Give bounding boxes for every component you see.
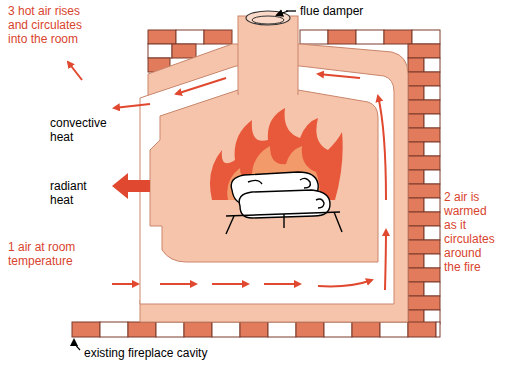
callout-note: 1 air at room temperature — [8, 240, 98, 268]
brick — [148, 44, 172, 58]
brick — [328, 30, 356, 44]
brick — [408, 226, 424, 240]
brick — [380, 322, 408, 337]
callout-note: 2 air is warmed as it circulates around … — [444, 190, 500, 274]
callout-note: 3 hot air rises and circulates into the … — [8, 4, 100, 46]
brick — [148, 30, 176, 44]
brick — [408, 100, 440, 114]
brick — [408, 322, 436, 337]
airflow-arrow — [68, 62, 386, 290]
leader-line — [277, 11, 288, 15]
brick — [424, 142, 440, 156]
leader-line — [74, 340, 80, 350]
brick — [424, 114, 440, 128]
brick — [172, 44, 196, 58]
brick — [408, 72, 440, 86]
brick — [128, 322, 156, 337]
brick — [412, 30, 440, 44]
brick — [424, 58, 440, 72]
brick — [204, 30, 232, 44]
brick — [408, 240, 440, 254]
brick — [72, 322, 100, 337]
brick — [424, 170, 440, 184]
brick — [424, 86, 440, 100]
brick — [408, 282, 424, 296]
brick — [352, 322, 380, 337]
brick — [408, 44, 440, 58]
flue-damper — [246, 11, 290, 25]
air-channel — [140, 66, 394, 304]
brick — [408, 184, 440, 198]
brick — [212, 322, 240, 337]
brick — [296, 322, 324, 337]
brick — [424, 282, 440, 296]
brick — [408, 58, 424, 72]
brick — [408, 142, 424, 156]
brick — [436, 322, 440, 337]
grate — [226, 212, 342, 234]
brick — [408, 86, 424, 100]
brick — [240, 322, 268, 337]
brick — [356, 30, 384, 44]
heat-label: radiant heat — [50, 179, 102, 207]
brick — [408, 254, 424, 268]
brick — [156, 322, 184, 337]
brick — [324, 322, 352, 337]
part-label: flue damper — [300, 4, 390, 18]
radiant-arrow — [112, 173, 150, 199]
brick — [100, 322, 128, 337]
brick — [176, 30, 204, 44]
brick — [408, 198, 424, 212]
brick — [424, 226, 440, 240]
brick — [384, 30, 412, 44]
heat-label: convective heat — [50, 116, 120, 144]
brick — [268, 322, 296, 337]
brick — [408, 114, 424, 128]
part-label: existing fireplace cavity — [84, 346, 284, 360]
brick — [408, 170, 424, 184]
brick — [424, 198, 440, 212]
brick — [408, 128, 440, 142]
brick — [408, 268, 440, 282]
brick — [184, 322, 212, 337]
brick — [424, 254, 440, 268]
brick — [408, 156, 440, 170]
logs — [231, 172, 330, 218]
brick — [300, 30, 328, 44]
firebox — [150, 90, 378, 262]
brick — [408, 296, 440, 310]
brick-wall — [72, 30, 440, 337]
fireplace-shell — [140, 44, 408, 322]
brick — [408, 212, 440, 226]
